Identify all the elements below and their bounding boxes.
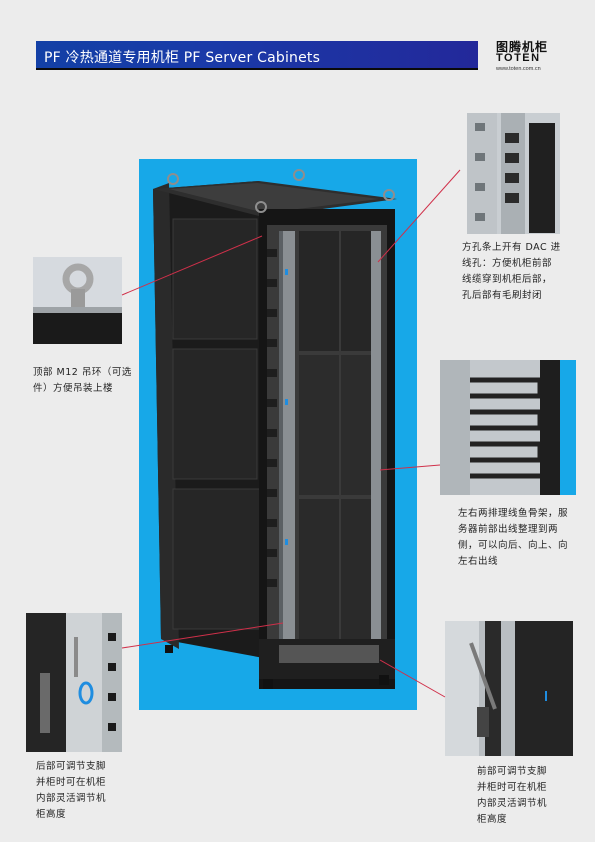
eyebolt-caption: 顶部 M12 吊环（可选 件）方便吊装上楼 bbox=[33, 367, 132, 394]
dac-caption: 方孔条上开有 DAC 进 线孔：方便机柜前部 线缆穿到机柜后部， 孔后部有毛刷封… bbox=[462, 242, 561, 301]
cabinet-hero-image bbox=[139, 159, 417, 710]
rear-foot-detail-image bbox=[26, 613, 122, 752]
front-foot-caption: 前部可调节支脚 并柜时可在机柜 内部灵活调节机 柜高度 bbox=[477, 766, 548, 825]
server-cabinet-illustration bbox=[153, 169, 397, 689]
logo-english-text: TOTEN bbox=[496, 52, 541, 64]
front-foot-detail-image bbox=[445, 621, 573, 756]
brand-logo: 图腾机柜 TOTEN www.toten.com.cn bbox=[494, 38, 560, 74]
logo-chinese-text: 图腾机柜 bbox=[496, 40, 549, 54]
cable-manager-detail-image bbox=[440, 360, 576, 495]
dac-hole-detail-image bbox=[467, 113, 560, 234]
header-banner: PF 冷热通道专用机柜 PF Server Cabinets bbox=[36, 41, 478, 70]
page-title: PF 冷热通道专用机柜 PF Server Cabinets bbox=[44, 50, 321, 66]
rear-foot-caption: 后部可调节支脚 并柜时可在机柜 内部灵活调节机 柜高度 bbox=[36, 761, 107, 820]
cable-manager-caption: 左右两排理线鱼骨架，服 务器前部出线整理到两 侧，可以向后、向上、向 左右出线 bbox=[458, 508, 569, 567]
eyebolt-detail-image bbox=[33, 257, 122, 344]
logo-url-text: www.toten.com.cn bbox=[496, 66, 541, 72]
